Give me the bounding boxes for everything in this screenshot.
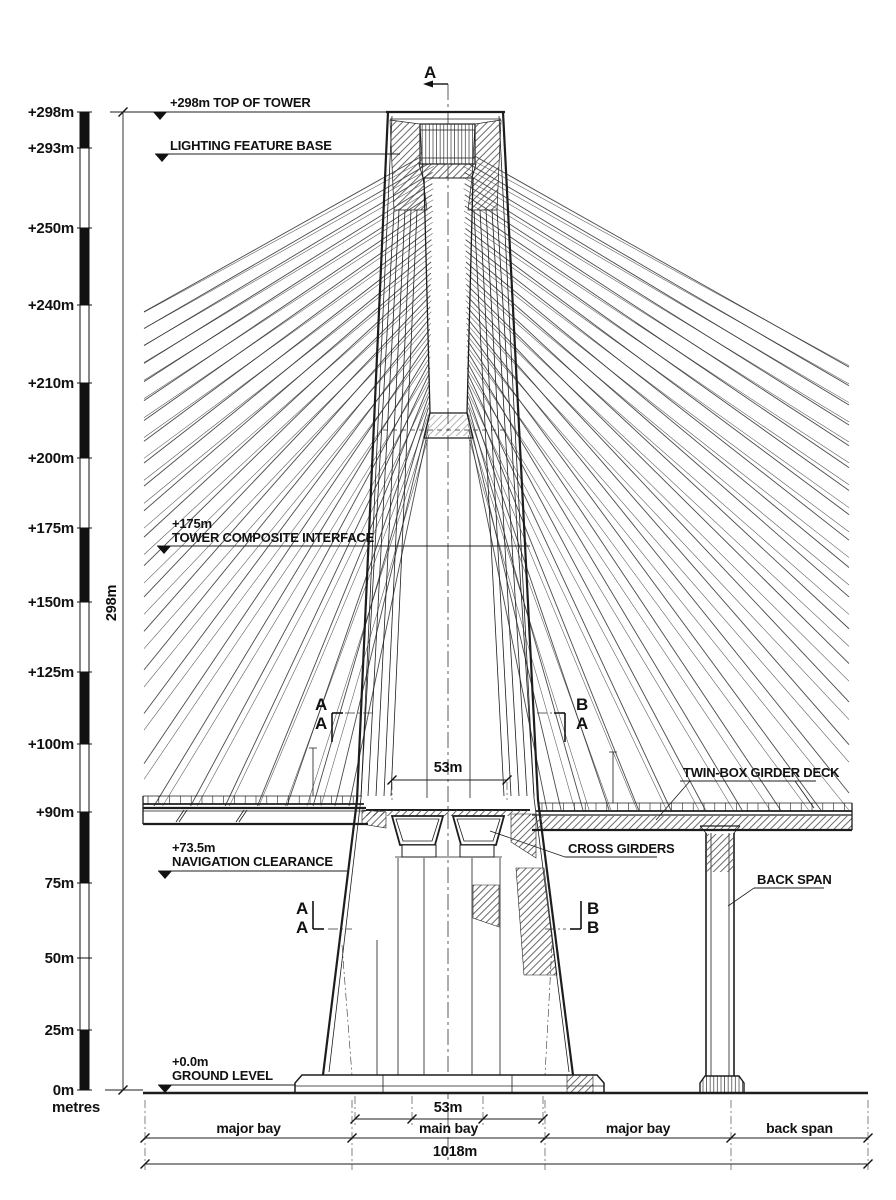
drawing-text: A [576, 714, 588, 733]
lamp-posts [309, 747, 617, 803]
drawing-text: CROSS GIRDERS [568, 841, 675, 856]
drawing-text: A [315, 714, 327, 733]
drawing-text: BACK SPAN [757, 872, 832, 887]
drawing-text: A [315, 695, 327, 714]
drawing-text: +150m [28, 594, 74, 611]
drawing-text: A [296, 918, 308, 937]
drawing-text: +0.0m [172, 1054, 208, 1069]
drawing-text: A [296, 899, 308, 918]
drawing-text: +240m [28, 297, 74, 314]
drawing-text: back span [766, 1120, 833, 1136]
drawing-text: GROUND LEVEL [172, 1068, 273, 1083]
drawing-text: +293m [28, 140, 74, 157]
anchor-box [427, 415, 470, 436]
drawing-text: 75m [45, 875, 74, 892]
drawing-text: B [587, 918, 599, 937]
component-callouts: TWIN-BOX GIRDER DECK CROSS GIRDERS BACK SP… [489, 765, 840, 907]
drawing-text: 0m [53, 1082, 74, 1099]
drawing-text: TWIN-BOX GIRDER DECK [683, 765, 840, 780]
height-dimension: 298m [104, 107, 143, 1095]
drawing-text: B [587, 899, 599, 918]
drawing-text: +73.5m [172, 840, 215, 855]
drawing-text: 25m [45, 1022, 74, 1039]
bay-dimensions: major bay main bay major bay back span [140, 1100, 873, 1170]
drawing-text: +298m TOP OF TOWER [170, 95, 311, 110]
tower-plinth [294, 1074, 605, 1093]
drawing-text: major bay [216, 1120, 281, 1136]
drawing-text: 53m [434, 760, 462, 776]
drawing-text: 50m [45, 950, 74, 967]
drawing-text: main bay [419, 1120, 479, 1136]
stay-cables [143, 149, 850, 811]
tower [294, 110, 605, 1094]
drawing-text: A [424, 63, 436, 82]
drawing-text: 53m [434, 1100, 462, 1116]
drawing-text: +298m [28, 104, 74, 121]
drawing-text: +100m [28, 736, 74, 753]
drawing-text: +90m [36, 804, 74, 821]
drawing-text: NAVIGATION CLEARANCE [172, 854, 333, 869]
drawing-text: TOWER COMPOSITE INTERFACE [172, 530, 375, 545]
tower-head-sill [418, 163, 477, 179]
drawing-text: B [576, 695, 588, 714]
drawing-text: major bay [606, 1120, 671, 1136]
scale-bar: +298m +293m +250m +240m +210m +200m +175m +150m… [28, 104, 100, 1116]
box-girder-right [451, 815, 506, 846]
drawing-text: +250m [28, 220, 74, 237]
drawing-text: +125m [28, 664, 74, 681]
back-span-pier [699, 825, 745, 1093]
drawing-text: +200m [28, 450, 74, 467]
drawing-text: metres [52, 1099, 100, 1116]
level-annotations: +298m TOP OF TOWER LIGHTING FEATURE BASE +… [110, 95, 530, 1093]
pier-plinth [699, 1075, 745, 1093]
drawing-text: 1018m [433, 1144, 477, 1160]
drawing-text: +175m [172, 516, 212, 531]
dimension-annotations: 53m 53m 1018m [140, 760, 873, 1169]
deck [142, 795, 853, 858]
drawing-text: +210m [28, 375, 74, 392]
drawing-text: 298m [104, 585, 120, 621]
drawing-text: +175m [28, 520, 74, 537]
drawing-text: LIGHTING FEATURE BASE [170, 138, 332, 153]
